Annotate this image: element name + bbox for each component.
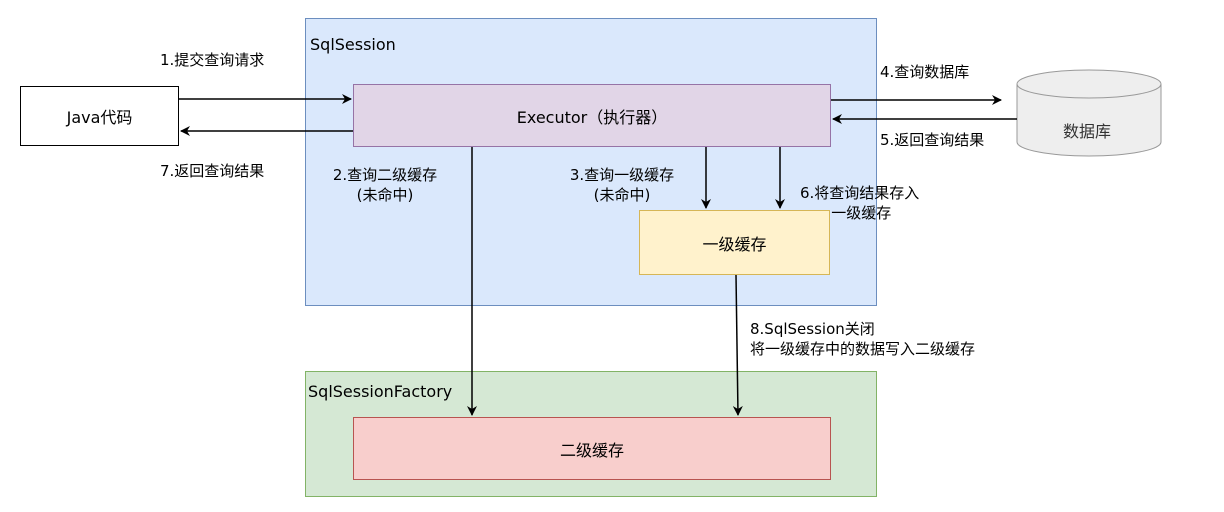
step-2-line2: (未命中) xyxy=(356,186,414,204)
first-level-cache-label: 一级缓存 xyxy=(702,234,767,254)
step-7-label: 7.返回查询结果 xyxy=(160,162,265,180)
database-label: 数据库 xyxy=(1063,122,1112,141)
step-6-label: 6.将查询结果存入 一级缓存 xyxy=(800,183,919,223)
step-3-line2: (未命中) xyxy=(593,186,651,204)
step-2-label: 2.查询二级缓存 (未命中) xyxy=(316,165,454,205)
step-8-line1: 8.SqlSession关闭 xyxy=(750,320,875,338)
executor-box: Executor（执行器） xyxy=(353,84,831,147)
step-3-label: 3.查询一级缓存 (未命中) xyxy=(553,165,691,205)
step-6-line1: 6.将查询结果存入 xyxy=(800,184,920,202)
sqlsessionfactory-label: SqlSessionFactory xyxy=(308,382,453,401)
first-level-cache-box: 一级缓存 xyxy=(639,210,830,275)
step-2-line1: 2.查询二级缓存 xyxy=(332,166,438,184)
step-1-label: 1.提交查询请求 xyxy=(160,51,265,69)
executor-label: Executor（执行器） xyxy=(516,107,668,127)
step-8-line2: 将一级缓存中的数据写入二级缓存 xyxy=(750,340,976,358)
step-8-label: 8.SqlSession关闭 将一级缓存中的数据写入二级缓存 xyxy=(750,319,975,359)
second-level-cache-label: 二级缓存 xyxy=(559,440,624,460)
second-level-cache-box: 二级缓存 xyxy=(353,417,831,480)
sqlsession-label: SqlSession xyxy=(310,35,396,54)
database-icon xyxy=(1016,69,1162,157)
java-code-label: Java代码 xyxy=(66,108,133,127)
step-4-label: 4.查询数据库 xyxy=(880,63,970,81)
step-6-line2: 一级缓存 xyxy=(831,204,892,222)
step-5-label: 5.返回查询结果 xyxy=(880,131,985,149)
java-code-box: Java代码 xyxy=(20,86,179,146)
step-3-line1: 3.查询一级缓存 xyxy=(569,166,675,184)
